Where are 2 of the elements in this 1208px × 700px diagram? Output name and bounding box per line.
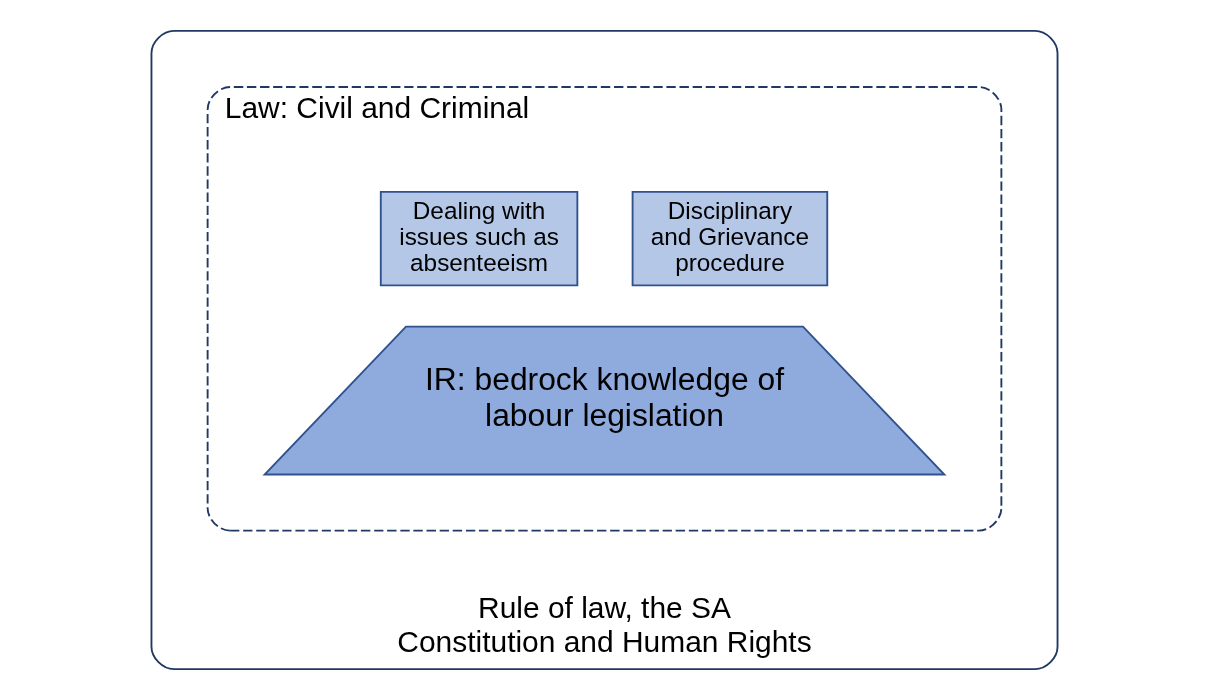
node-box: Disciplinary and Grievance procedure bbox=[631, 190, 828, 287]
node-box: Dealing with issues such as absenteeism bbox=[379, 190, 578, 287]
